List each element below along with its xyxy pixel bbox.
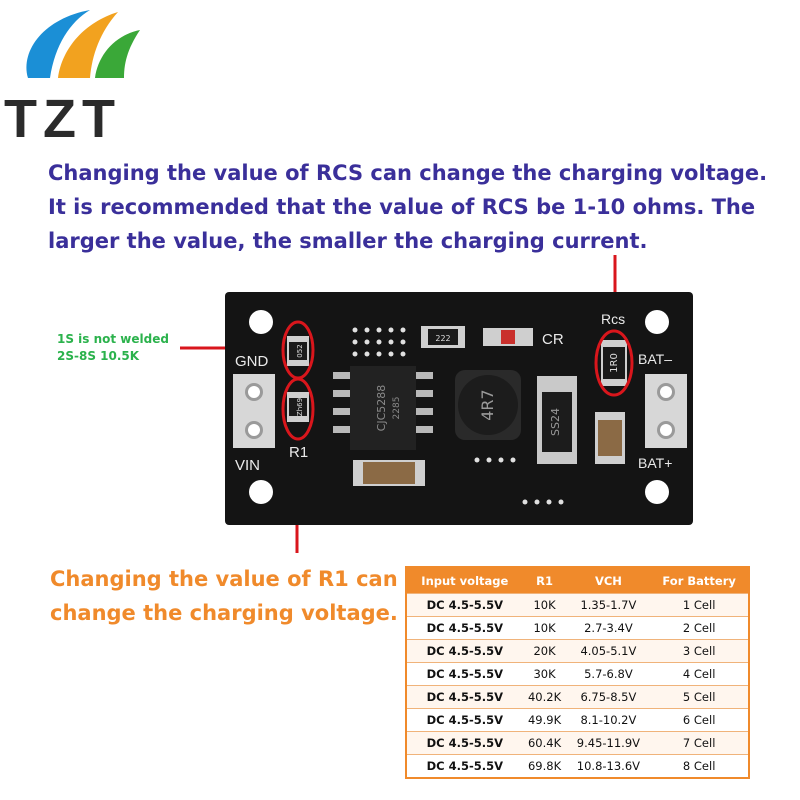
res-r1-code: Zh69 [296,398,304,416]
table-cell: 10.8-13.6V [566,754,651,779]
table-cell: DC 4.5-5.5V [406,754,523,779]
diode-marking: SS24 [549,408,562,436]
table-cell: DC 4.5-5.5V [406,593,523,617]
table-cell: 49.9K [522,708,567,732]
table-cell: DC 4.5-5.5V [406,708,523,732]
headline-text: Changing the value of RCS can change the… [48,161,768,253]
table-cell: 10K [522,593,567,617]
col-header-r1: R1 [522,567,567,594]
table-cell: 3 Cell [650,639,749,663]
logo-text: TZT [4,89,121,149]
table-cell: DC 4.5-5.5V [406,662,523,686]
table-cell: 1 Cell [650,593,749,617]
table-cell: 20K [522,639,567,663]
pcb-label-r1: R1 [289,444,308,461]
inductor-marking: 4R7 [478,389,497,420]
table-cell: 7 Cell [650,731,749,755]
pcb-label-vin: VIN [235,457,260,474]
table-cell: 69.8K [522,754,567,779]
charger-pcb-image: GND VIN R1 Rcs CR BAT– BAT+ 052 Zh69 222… [225,292,693,525]
table-cell: 2 Cell [650,616,749,640]
table-cell: 40.2K [522,685,567,709]
table-cell: 30K [522,662,567,686]
note-line-2: 2S-8S 10.5K [57,349,140,363]
res-222-code: 222 [435,334,450,343]
pcb-label-cr: CR [542,331,564,348]
r1-caption: Changing the value of R1 can change the … [50,567,398,625]
table-header-row: Input voltage R1 VCH For Battery [406,567,749,594]
table-cell: DC 4.5-5.5V [406,685,523,709]
col-header-battery: For Battery [650,567,749,594]
tzt-logo-icon [26,10,140,78]
chip-marking-2: 2285 [392,397,402,420]
table-cell: DC 4.5-5.5V [406,639,523,663]
spec-table: Input voltage R1 VCH For Battery DC 4.5-… [405,566,750,779]
table-cell: 8.1-10.2V [566,708,651,732]
table-cell: 10K [522,616,567,640]
note-line-1: 1S is not welded [57,332,169,346]
table-cell: 4 Cell [650,662,749,686]
pcb-label-rcs: Rcs [601,311,625,327]
table-cell: 9.45-11.9V [566,731,651,755]
table-cell: DC 4.5-5.5V [406,616,523,640]
table-cell: 1.35-1.7V [566,593,651,617]
chip-marking: CJC5288 [375,385,388,432]
pcb-label-bat-plus: BAT+ [638,455,672,471]
r1-welding-note: 1S is not welded 2S-8S 10.5K [57,331,169,365]
table-cell: 5 Cell [650,685,749,709]
table-cell: 4.05-5.1V [566,639,651,663]
col-header-vch: VCH [566,567,651,594]
table-cell: 2.7-3.4V [566,616,651,640]
pcb-label-bat-minus: BAT– [638,351,672,367]
col-header-input-voltage: Input voltage [406,567,523,594]
res-052-code: 052 [296,344,304,357]
table-cell: 6.75-8.5V [566,685,651,709]
res-rcs-code: 1R0 [609,353,620,373]
pcb-label-gnd: GND [235,353,269,370]
table-cell: 8 Cell [650,754,749,779]
table-cell: 6 Cell [650,708,749,732]
table-cell: 5.7-6.8V [566,662,651,686]
table-cell: DC 4.5-5.5V [406,731,523,755]
table-cell: 60.4K [522,731,567,755]
